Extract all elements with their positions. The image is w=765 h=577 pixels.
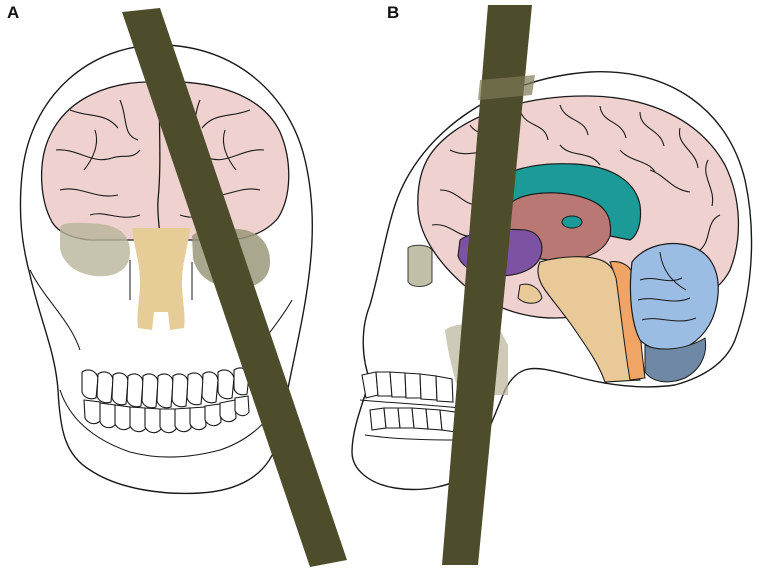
- brainstem: [537, 256, 641, 383]
- side-lower-teeth: [369, 407, 457, 433]
- panel-label-a: A: [7, 3, 20, 22]
- side-upper-teeth: [361, 371, 454, 403]
- frontal-skull-view: [19, 8, 347, 567]
- lower-teeth: [83, 395, 250, 434]
- cerebellum-lower: [644, 337, 707, 383]
- panel-label-b: B: [387, 3, 400, 22]
- pons-band: [609, 261, 646, 381]
- tamping-iron-icon: [442, 5, 532, 565]
- nasal-area: [132, 228, 190, 330]
- upper-teeth: [81, 367, 250, 409]
- sagittal-skull-view: [351, 5, 753, 565]
- cerebellum: [629, 243, 719, 352]
- tamping-iron-icon: [122, 8, 347, 567]
